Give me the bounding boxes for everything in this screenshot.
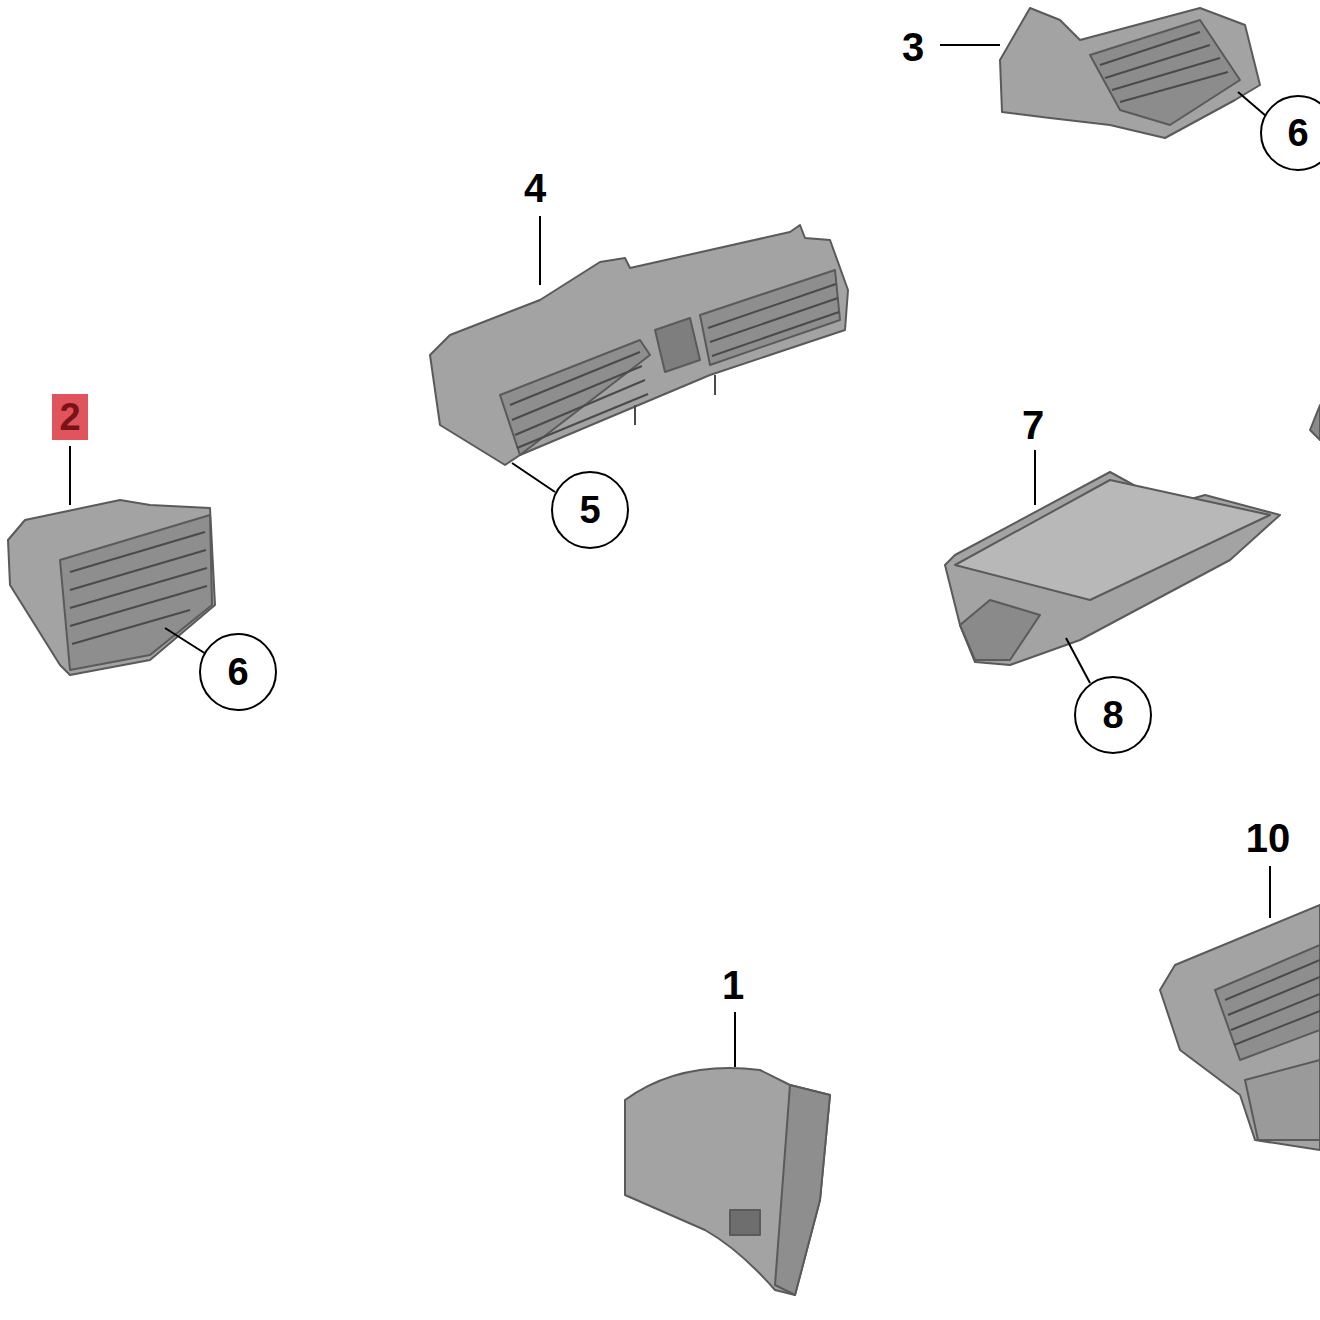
callout-number: 5 (579, 491, 600, 529)
part-number: 3 (902, 27, 924, 67)
part-number: 10 (1246, 818, 1291, 858)
part-number: 1 (722, 965, 744, 1005)
callout-number: 6 (1287, 114, 1308, 152)
callout-circle: 6 (1260, 95, 1320, 171)
highlighted-callout: 2 (52, 394, 88, 440)
part-number: 4 (524, 168, 546, 208)
callout-circle: 6 (199, 633, 277, 711)
vent-parts (8, 8, 1320, 1295)
callout-circle: 8 (1074, 676, 1152, 754)
part-number: 7 (1022, 405, 1044, 445)
callout-number: 2 (59, 398, 80, 436)
leader-lines (70, 45, 1270, 1067)
callout-number: 8 (1102, 696, 1123, 734)
callout-circle: 5 (551, 471, 629, 549)
callout-number: 6 (227, 653, 248, 691)
